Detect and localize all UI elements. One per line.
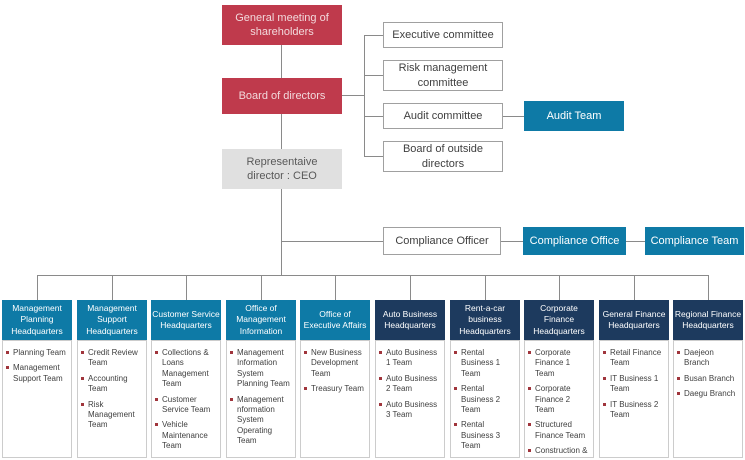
connector-line [364,156,383,157]
team-item: Treasury Team [303,384,367,394]
connector-line [186,275,187,300]
connector-line [335,275,336,300]
board-of-directors-box: Board of directors [222,78,342,114]
team-item: Auto Business 3 Team [378,400,442,421]
team-item: IT Business 2 Team [602,400,666,421]
risk-management-committee-box: Risk management committee [383,60,503,91]
connector-line [281,45,282,78]
connector-line [503,116,524,117]
division-header: Rent-a-car business Headquarters [450,300,520,340]
team-item: Credit Review Team [80,348,144,369]
team-item: Management Information System Planning T… [229,348,293,390]
division-header: Regional Finance Headquarters [673,300,743,340]
team-list: Retail Finance Team IT Business 1 Team IT … [602,348,666,420]
audit-committee-box: Audit committee [383,103,503,129]
team-item: Construction & Commercial Business Team [527,446,591,457]
team-list: Management Information System Planning T… [229,348,293,447]
division-general-finance: General Finance Headquarters Retail Fina… [599,300,669,458]
team-item: Auto Business 2 Team [378,374,442,395]
general-meeting-box: General meeting of shareholders [222,5,342,45]
division-header: Office of Management Information [226,300,296,340]
division-office-executive-affairs: Office of Executive Affairs New Business… [300,300,370,458]
team-item: Corporate Finance 1 Team [527,348,591,379]
team-item: Daegu Branch [676,389,740,399]
compliance-officer-box: Compliance Officer [383,227,501,255]
connector-line [708,275,709,300]
connector-line [112,275,113,300]
compliance-team-box: Compliance Team [645,227,744,255]
connector-line [634,275,635,300]
connector-line [485,275,486,300]
executive-committee-box: Executive committee [383,22,503,48]
division-header: Management Support Headquarters [77,300,147,340]
team-item: Busan Branch [676,374,740,384]
team-item: Corporate Finance 2 Team [527,384,591,415]
compliance-office-box: Compliance Office [523,227,626,255]
connector-line [626,241,645,242]
division-customer-service: Customer Service Headquarters Collection… [151,300,221,458]
division-regional-finance: Regional Finance Headquarters Daejeon Br… [673,300,743,458]
team-item: Accounting Team [80,374,144,395]
division-auto-business: Auto Business Headquarters Auto Business… [375,300,445,458]
team-item: Daejeon Branch [676,348,740,369]
division-corporate-finance: Corporate Finance Headquarters Corporate… [524,300,594,458]
division-header: Office of Executive Affairs [300,300,370,340]
division-office-management-information: Office of Management Information Managem… [226,300,296,458]
connector-line [410,275,411,300]
division-management-support: Management Support Headquarters Credit R… [77,300,147,458]
connector-line [364,35,365,157]
team-item: Management nformation System Operating T… [229,395,293,447]
division-header: General Finance Headquarters [599,300,669,340]
connector-line [364,75,383,76]
division-rent-a-car: Rent-a-car business Headquarters Rental … [450,300,520,458]
team-item: Structured Finance Team [527,420,591,441]
division-header: Corporate Finance Headquarters [524,300,594,340]
connector-line [342,95,365,96]
team-item: Auto Business 1 Team [378,348,442,369]
board-of-outside-directors-box: Board of outside directors [383,141,503,172]
connector-line [261,275,262,300]
team-item: IT Business 1 Team [602,374,666,395]
connector-line [501,241,523,242]
connector-line [281,241,383,242]
team-item: Rental Business 1 Team [453,348,517,379]
team-item: Planning Team [5,348,69,358]
team-item: Management Support Team [5,363,69,384]
team-item: New Business Development Team [303,348,367,379]
connector-line [37,275,38,300]
team-item: Rental Business 2 Team [453,384,517,415]
connector-line [559,275,560,300]
team-item: Retail Finance Team [602,348,666,369]
division-header: Auto Business Headquarters [375,300,445,340]
connector-line [281,114,282,149]
ceo-box: Representaive director : CEO [222,149,342,189]
connector-line [37,275,709,276]
team-item: Customer Service Team [154,395,218,416]
team-item: Vehicle Maintenance Team [154,420,218,451]
team-item: Risk Management Team [80,400,144,431]
team-item: Rental Business 3 Team [453,420,517,451]
division-header: Management Planning Headquarters [2,300,72,340]
connector-line [364,116,383,117]
division-header: Customer Service Headquarters [151,300,221,340]
team-item: Collections & Loans Management Team [154,348,218,390]
connector-line [281,189,282,276]
audit-team-box: Audit Team [524,101,624,131]
connector-line [364,35,383,36]
division-management-planning: Management Planning Headquarters Plannin… [2,300,72,458]
team-item: Rental Business 4 Team [453,457,517,458]
